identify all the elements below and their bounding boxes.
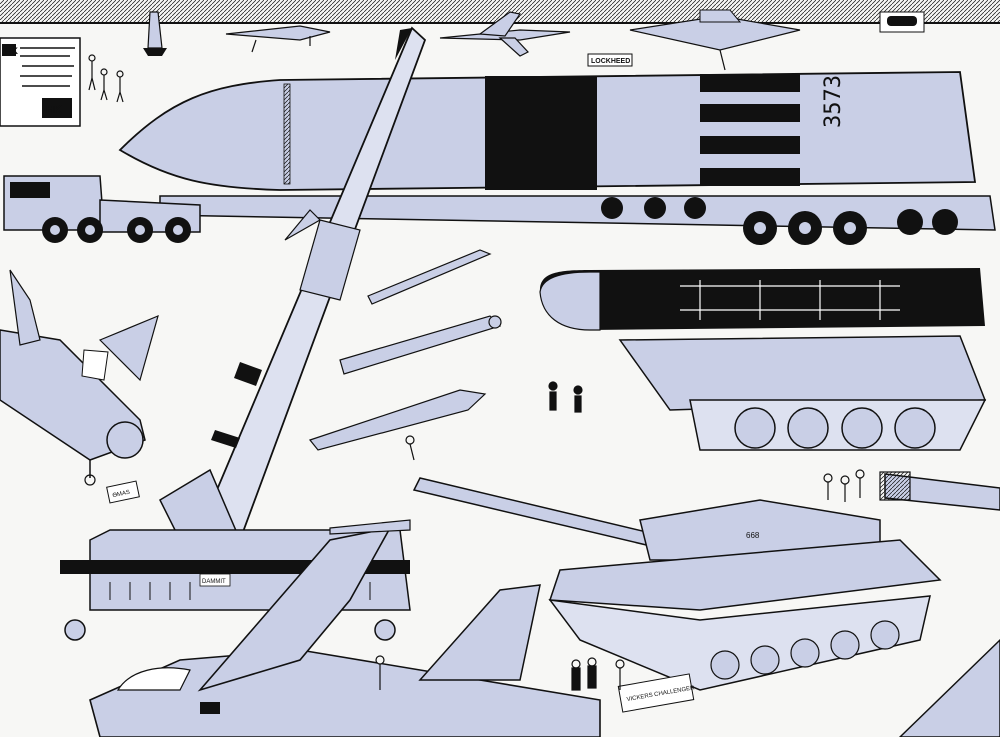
transporter-wheels [601,197,958,245]
icbm-transporter: 3573 [118,71,996,245]
martin-logo: MARTIN [891,20,914,26]
f16-fighter-bottom [89,519,601,737]
challenger-sign: VICKERS CHALLENGER [617,673,696,713]
visitors-center-group [405,381,583,461]
delta-wing-fighter [0,269,159,486]
tank-number: 668 [746,531,760,540]
visitors-bottom-group [375,655,625,691]
transporter-tractor [3,175,201,243]
tank-crew [823,469,865,502]
mlrs-tracked-launcher [539,268,987,451]
small-missile-top [143,11,167,56]
lockheed-label: LOCKHEED [591,58,630,65]
hk-display-board: HK HK [0,37,81,127]
hk-logo-top: HK [5,46,18,56]
martin-sign: MARTIN [879,11,925,33]
display-sign-left: ѲMAS [106,480,140,504]
launcher-plate-text: DAMMIT [202,579,226,585]
gun-barrel-right [879,471,1000,511]
lockheed-sign: LOCKHEED [587,53,633,67]
missile-display-rack [308,249,502,451]
display-sign-left-text: ѲMAS [112,490,131,500]
missile-serial-number: 3573 [821,75,846,128]
partial-aircraft-bottom-right [898,638,1000,737]
hk-logo-bottom: HK [46,104,62,116]
fighter-jet-top [439,11,571,57]
cruise-missile-top [225,25,331,53]
experimental-aircraft-top [629,9,801,71]
main-battle-tank: 668 [412,477,942,691]
visitors-left-group [88,54,124,103]
